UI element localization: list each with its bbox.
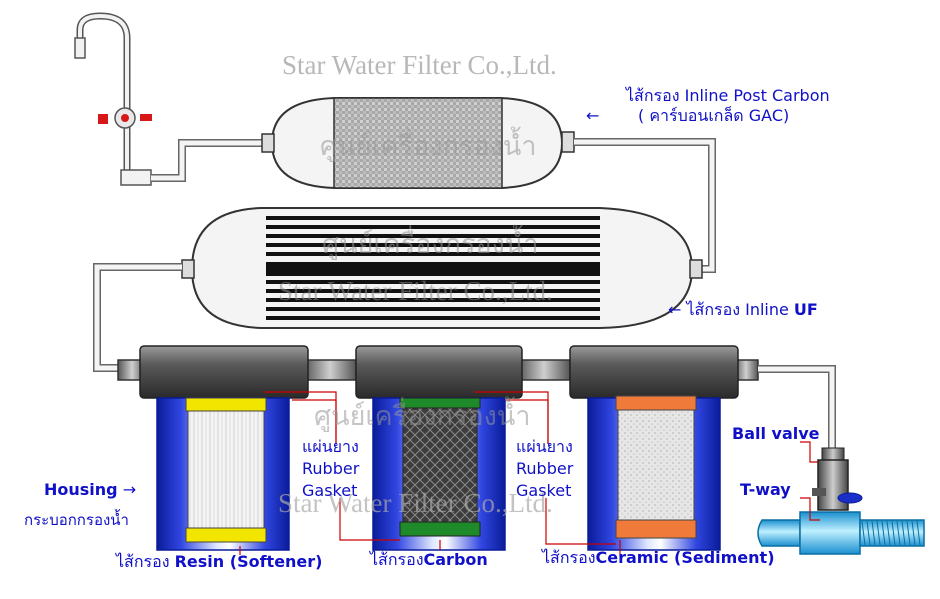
uf-membrane-fibers xyxy=(266,216,600,320)
thread-line xyxy=(861,520,866,546)
pipe-post-carbon-to-uf xyxy=(574,138,716,273)
housing-cap xyxy=(355,345,523,399)
resin-end-cap xyxy=(185,397,267,412)
pipe-to-ball-valve xyxy=(758,365,836,450)
thread-line xyxy=(916,520,921,546)
uf-label-suffix: UF xyxy=(793,300,818,319)
uf-fiber xyxy=(266,316,600,320)
gac-media xyxy=(333,97,503,189)
gasket-label-thai: แผ่นยาง xyxy=(516,437,573,456)
thread-line xyxy=(881,520,886,546)
ceramic-label: ไส้กรองCeramic (Sediment) xyxy=(542,548,775,568)
uf-core xyxy=(266,262,600,276)
housing-label-text: Housing xyxy=(44,480,118,499)
ceramic-label-name: Ceramic (Sediment) xyxy=(595,548,775,567)
thread-line xyxy=(896,520,901,546)
post-carbon-label-line2: ( คาร์บอนเกล็ด GAC) xyxy=(638,106,790,125)
housing-cap xyxy=(569,345,739,399)
thread-line xyxy=(871,520,876,546)
ball-valve-assembly xyxy=(812,447,863,511)
ceramic-label-prefix: ไส้กรอง xyxy=(542,548,596,567)
carbon-label-prefix: ไส้กรอง xyxy=(370,550,424,569)
thread-line xyxy=(901,520,906,546)
post-carbon-label: ไส้กรอง Inline Post Carbon ← ( คาร์บอนเกล… xyxy=(586,86,830,126)
carbon-label: ไส้กรองCarbon xyxy=(370,550,488,570)
arrow-left-icon: ← xyxy=(586,106,600,125)
watermark-thai: ศูนย์เครื่องกรองน้ำ xyxy=(314,401,531,432)
watermark-thai: ศูนย์เครื่องกรองน้ำ xyxy=(320,131,537,162)
housing-carbon xyxy=(355,345,523,551)
uf-label: ← ไส้กรอง Inline UF xyxy=(668,300,818,320)
housing-resin xyxy=(139,345,309,551)
housing-thai-label: กระบอกกรองน้ำ xyxy=(24,511,129,529)
arrow-right-icon: → xyxy=(122,480,137,499)
gasket-label-thai: แผ่นยาง xyxy=(302,437,359,456)
uf-fiber xyxy=(266,289,600,293)
resin-label-name: Resin (Softener) xyxy=(174,552,323,571)
uf-fiber xyxy=(266,225,600,229)
faucet-handle-right xyxy=(140,114,152,121)
ceramic-end-cap xyxy=(615,395,697,411)
faucet-spout xyxy=(74,37,86,59)
callout-lines xyxy=(239,391,820,556)
housing-ceramic xyxy=(569,345,739,551)
thread-line xyxy=(886,520,891,546)
faucet-handle-left xyxy=(98,114,108,124)
resin-label: ไส้กรอง Resin (Softener) xyxy=(116,552,322,572)
gasket-label-rubber: Rubber xyxy=(516,459,574,478)
housing-label: Housing → xyxy=(44,480,136,500)
faucet xyxy=(74,12,152,186)
uf-fiber xyxy=(266,243,600,247)
housing-cap xyxy=(139,345,309,399)
uf-label-prefix: ไส้กรอง Inline xyxy=(686,300,794,319)
t-way-label: T-way xyxy=(740,480,791,499)
watermark-thai: ศูนย์เครื่องกรองน้ำ xyxy=(322,229,539,260)
faucet-base xyxy=(120,169,152,186)
gasket-label-rubber: Rubber xyxy=(302,459,360,478)
uf-fiber xyxy=(266,298,600,302)
thread-line xyxy=(891,520,896,546)
t-way-threads xyxy=(861,520,921,546)
watermark-company: Star Water Filter Co.,Ltd. xyxy=(282,50,557,80)
carbon-label-name: Carbon xyxy=(423,550,488,569)
t-way-fitting xyxy=(757,511,925,555)
thread-line xyxy=(876,520,881,546)
pipe-faucet-to-post-carbon xyxy=(151,139,270,182)
uf-fiber xyxy=(266,252,600,256)
ball-valve-handle xyxy=(837,492,863,504)
post-carbon-label-row2: ← ( คาร์บอนเกล็ด GAC) xyxy=(586,106,830,126)
uf-fiber xyxy=(266,216,600,220)
post-carbon-inline-filter xyxy=(261,97,575,189)
resin-label-prefix: ไส้กรอง xyxy=(116,552,175,571)
watermark-company: Star Water Filter Co.,Ltd. xyxy=(278,276,553,306)
gasket-label-gasket: Gasket xyxy=(516,481,572,500)
arrow-left-icon: ← xyxy=(668,300,682,319)
watermark-company: Star Water Filter Co.,Ltd. xyxy=(278,488,553,518)
uf-fiber xyxy=(266,280,600,284)
post-carbon-label-line1: ไส้กรอง Inline Post Carbon xyxy=(626,86,830,105)
uf-inline-filter xyxy=(181,207,703,329)
thread-line xyxy=(906,520,911,546)
thread-line xyxy=(911,520,916,546)
gasket-label-gasket: Gasket xyxy=(302,481,358,500)
gasket-label-2: แผ่นยาง Rubber Gasket xyxy=(516,436,573,502)
uf-fiber xyxy=(266,234,600,238)
uf-fiber xyxy=(266,307,600,311)
carbon-end-cap xyxy=(399,397,481,409)
thread-line xyxy=(866,520,871,546)
ball-valve-label: Ball valve xyxy=(732,424,820,443)
gasket-label-1: แผ่นยาง Rubber Gasket xyxy=(302,436,359,502)
pipe-uf-to-housings xyxy=(93,263,182,372)
